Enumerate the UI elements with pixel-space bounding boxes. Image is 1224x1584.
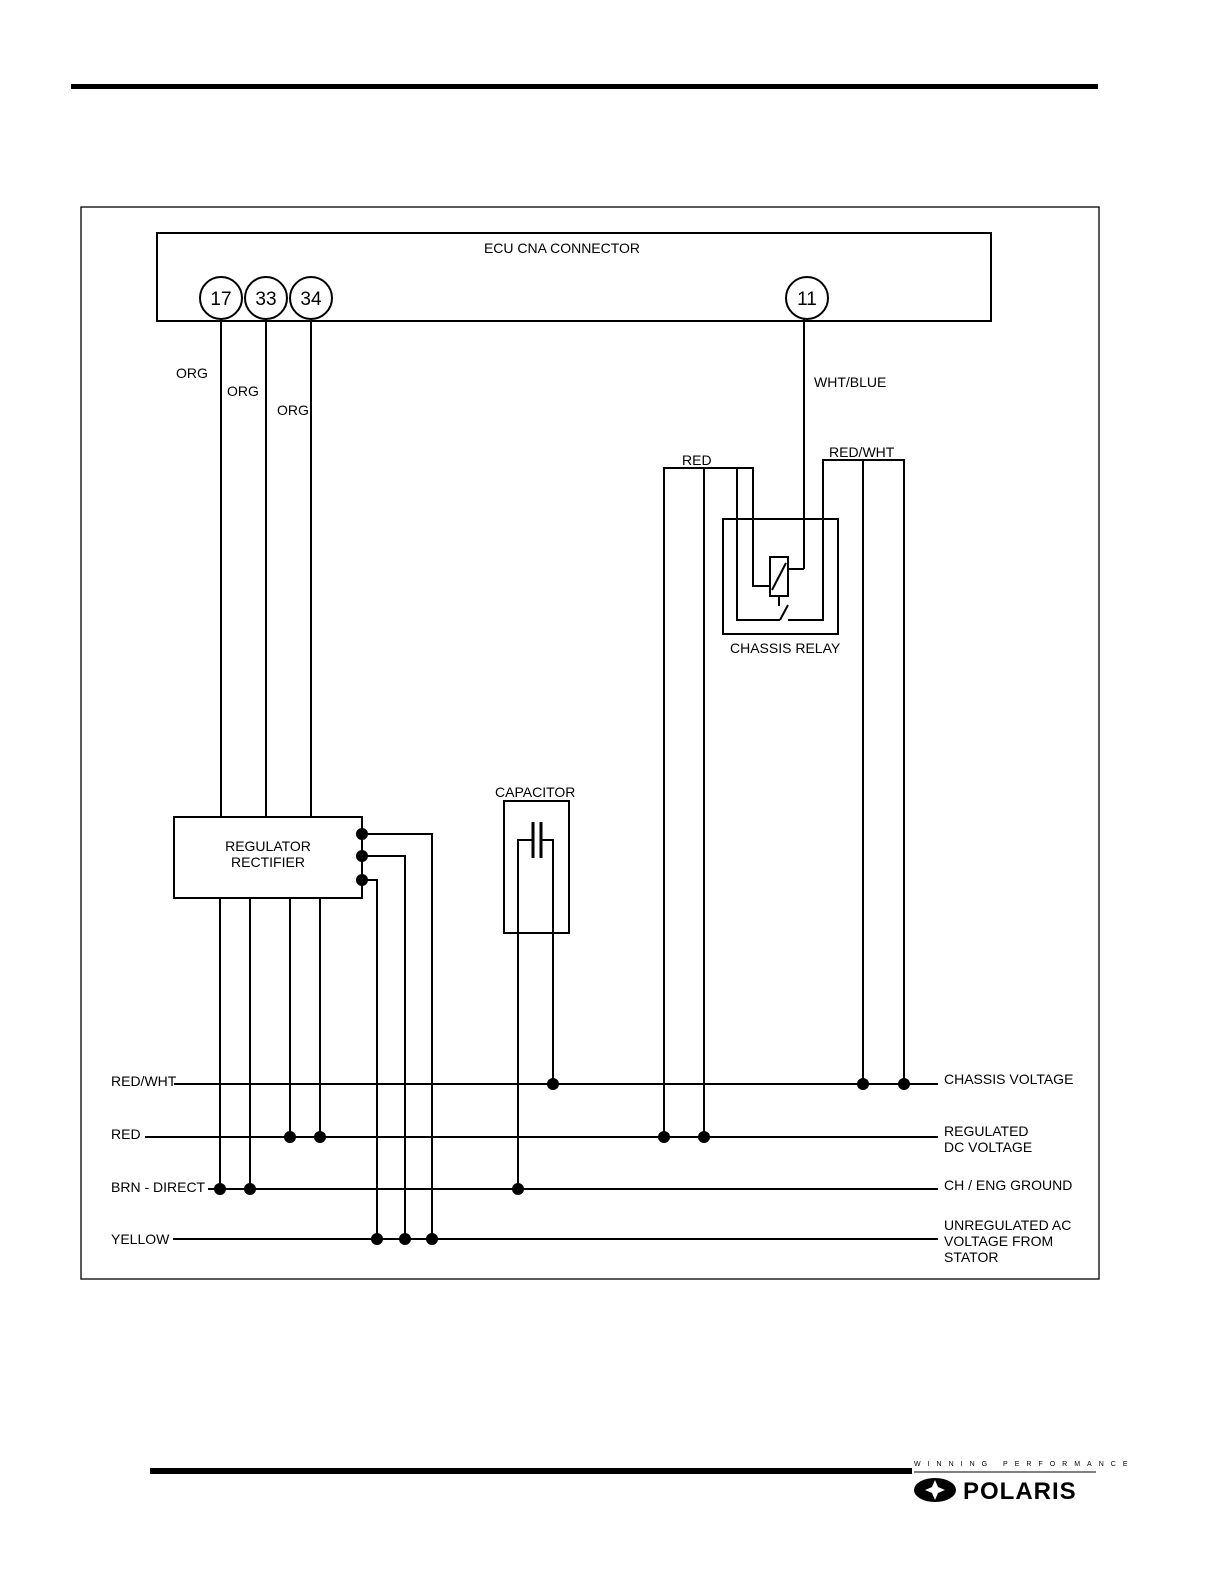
label-chassis-voltage: CHASSIS VOLTAGE [944,1071,1073,1087]
regulator-bottom-wires [220,898,320,1189]
polaris-logo: WINNING PERFORMANCE POLARIS [914,1461,1135,1505]
org-label-2: ORG [227,383,259,399]
wht-blue-label: WHT/BLUE [814,374,886,390]
label-unregulated-1: UNREGULATED AC [944,1217,1071,1233]
red-wht-relay-wires [788,460,904,1084]
chassis-relay-label: CHASSIS RELAY [730,640,841,656]
capacitor [504,801,569,1189]
label-regulated-1: REGULATED [944,1123,1029,1139]
reg-terminal-3 [356,874,368,886]
bus-label-yellow: YELLOW [111,1231,170,1247]
label-regulated-2: DC VOLTAGE [944,1139,1032,1155]
junction-dots [214,1078,910,1245]
capacitor-label: CAPACITOR [495,784,575,800]
bus-label-red: RED [111,1126,141,1142]
org-label-1: ORG [176,365,208,381]
bus-label-brn: BRN - DIRECT [111,1179,206,1195]
reg-terminal-2 [356,850,368,862]
org-label-3: ORG [277,402,309,418]
ecu-connector: ECU CNA CONNECTOR 17 33 34 11 [157,233,991,321]
pin-11-label: 11 [797,289,817,310]
regulator-rectifier: REGULATOR RECTIFIER [174,817,362,898]
bus-lines [145,1084,938,1239]
header-rule [71,84,1098,89]
label-ground: CH / ENG GROUND [944,1177,1072,1193]
logo-tagline: WINNING PERFORMANCE [914,1461,1135,1468]
footer-rule [150,1468,912,1474]
pin-17-label: 17 [210,289,231,310]
red-wht-relay-label: RED/WHT [829,444,895,460]
ecu-connector-label: ECU CNA CONNECTOR [484,240,640,256]
reg-terminal-1 [356,828,368,840]
chassis-relay [723,519,838,634]
regulator-label-1: REGULATOR [225,838,311,854]
pin-33-label: 33 [255,289,276,310]
label-unregulated-2: VOLTAGE FROM [944,1233,1053,1249]
bus-label-red-wht: RED/WHT [111,1073,177,1089]
pin-34-label: 34 [300,289,322,310]
diagram-frame [81,207,1099,1279]
stator-wires [362,834,432,1239]
logo-wordmark: POLARIS [963,1478,1077,1505]
red-relay-label: RED [682,452,712,468]
label-unregulated-3: STATOR [944,1249,998,1265]
regulator-label-2: RECTIFIER [231,854,305,870]
